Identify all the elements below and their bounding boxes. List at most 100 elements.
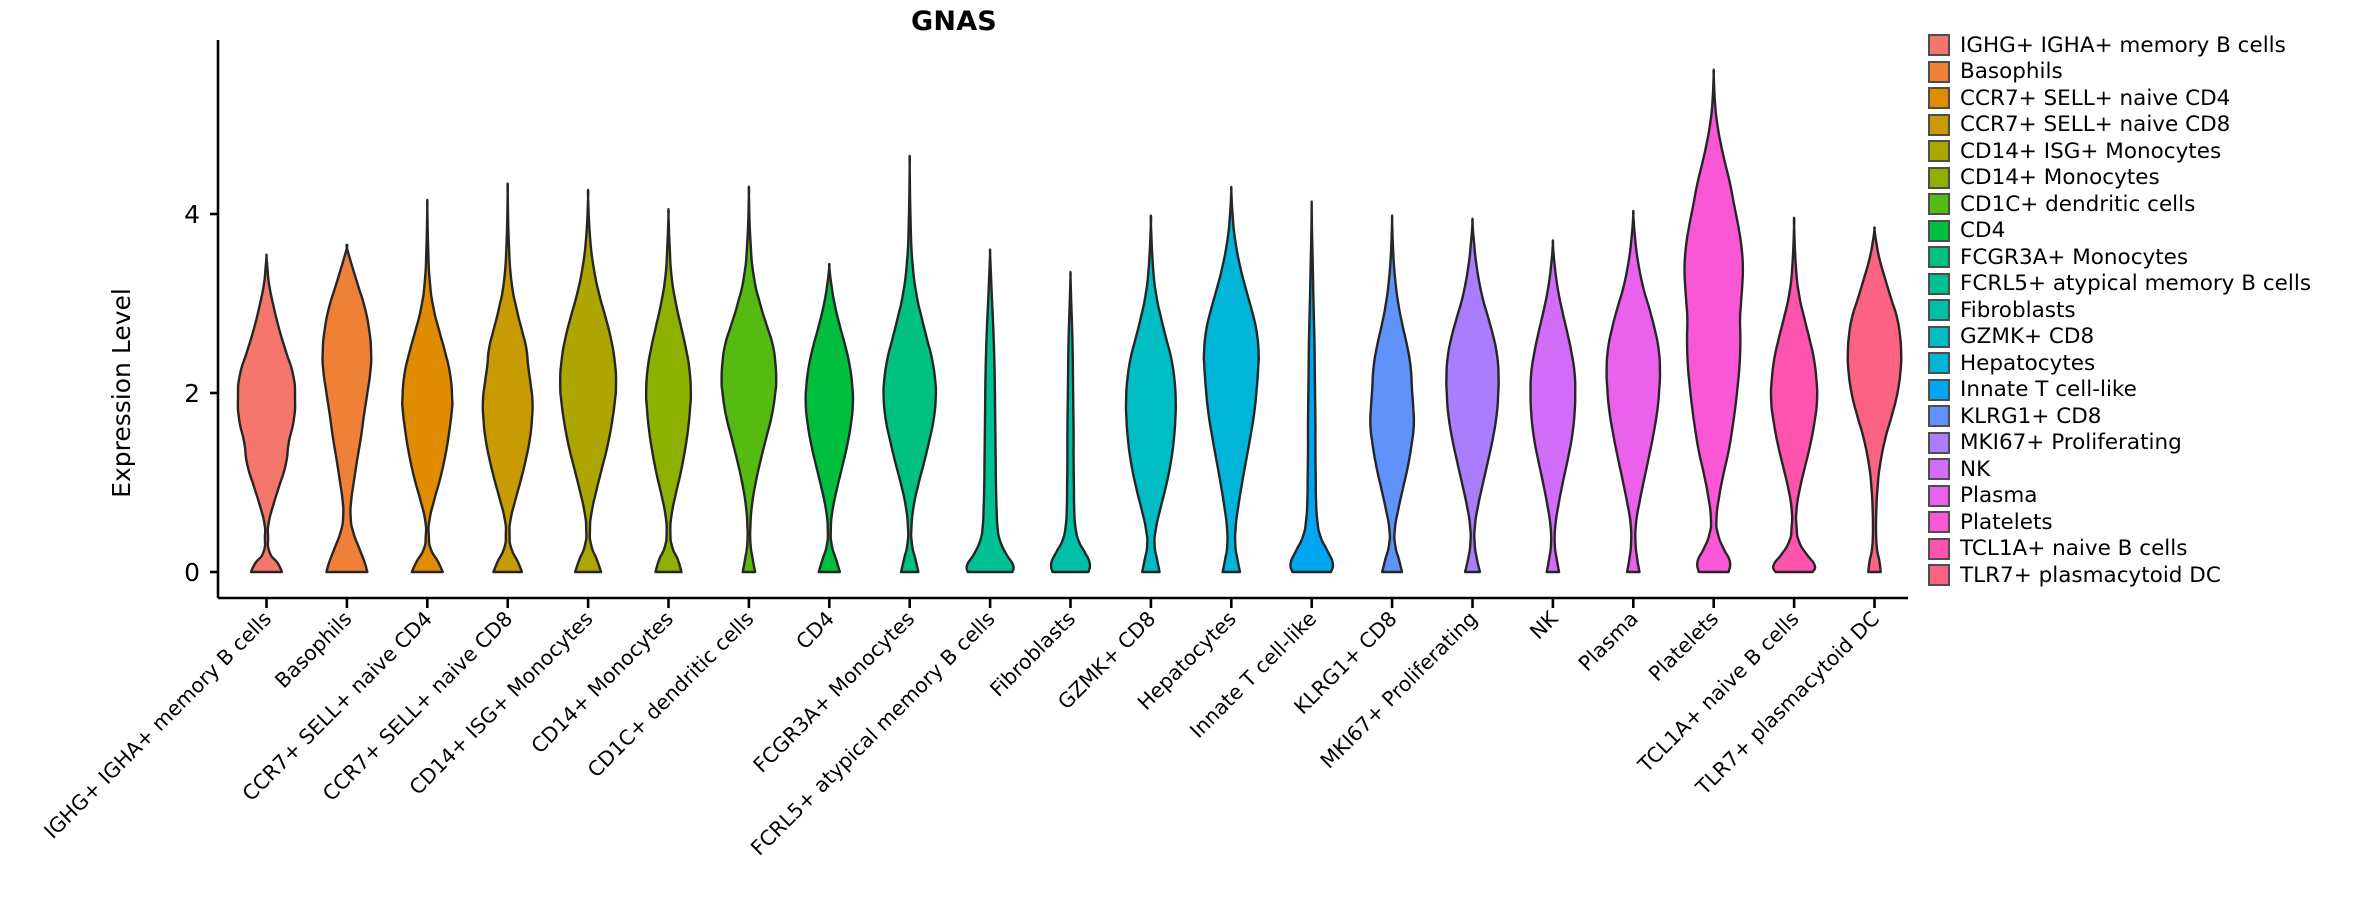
legend-item-label: FCGR3A+ Monocytes	[1960, 244, 2189, 270]
violin-shape[interactable]	[1769, 216, 1819, 574]
legend-item-label: KLRG1+ CD8	[1960, 403, 2102, 429]
violin-shape[interactable]	[1202, 185, 1261, 574]
legend-item[interactable]: FCRL5+ atypical memory B cells	[1928, 271, 2358, 298]
legend-color-swatch	[1928, 219, 1950, 242]
violin-shape[interactable]	[1529, 239, 1577, 574]
legend-item[interactable]: Plasma	[1928, 483, 2358, 510]
x-tick-label: IGHG+ IGHA+ memory B cells	[39, 607, 276, 844]
legend-item-label: GZMK+ CD8	[1960, 324, 2095, 349]
violin-shape[interactable]	[1124, 214, 1178, 574]
x-tick-label: CD4	[791, 607, 838, 654]
legend-item[interactable]: Platelets	[1928, 509, 2358, 536]
violin-shape[interactable]	[1683, 68, 1745, 574]
legend-item[interactable]: MKI67+ Proliferating	[1928, 430, 2358, 457]
violin-shape[interactable]	[1846, 226, 1903, 574]
legend-color-swatch	[1928, 511, 1950, 534]
legend-item[interactable]: KLRG1+ CD8	[1928, 403, 2358, 430]
legend-item-label: IGHG+ IGHA+ memory B cells	[1960, 32, 2286, 58]
legend-item-label: Plasma	[1960, 483, 2038, 508]
legend-item[interactable]: Innate T cell-like	[1928, 377, 2358, 404]
legend-item-label: Fibroblasts	[1960, 297, 2076, 323]
x-tick-label: Platelets	[1644, 607, 1723, 686]
legend-item[interactable]: CD14+ Monocytes	[1928, 165, 2358, 192]
legend-color-swatch	[1928, 140, 1950, 163]
legend-color-swatch	[1928, 272, 1950, 295]
legend-color-swatch	[1928, 458, 1950, 481]
legend-item[interactable]: CCR7+ SELL+ naive CD4	[1928, 85, 2358, 112]
legend-color-swatch	[1928, 34, 1950, 57]
legend-color-swatch	[1928, 193, 1950, 216]
legend-item[interactable]: IGHG+ IGHA+ memory B cells	[1928, 32, 2358, 59]
legend-item[interactable]: CD14+ ISG+ Monocytes	[1928, 138, 2358, 165]
legend-item[interactable]: CD4	[1928, 218, 2358, 245]
violin-shape[interactable]	[481, 182, 534, 574]
legend-color-swatch	[1928, 113, 1950, 136]
legend-color-swatch	[1928, 431, 1950, 454]
legend-item[interactable]: Fibroblasts	[1928, 297, 2358, 324]
legend-item[interactable]: TLR7+ plasmacytoid DC	[1928, 562, 2358, 589]
violin-shape[interactable]	[1049, 270, 1092, 574]
x-tick-label: Basophils	[270, 607, 356, 693]
legend-item[interactable]: Basophils	[1928, 59, 2358, 86]
violin-shape[interactable]	[804, 262, 855, 574]
legend-item-label: Basophils	[1960, 59, 2063, 84]
legend-item-label: TCL1A+ naive B cells	[1960, 536, 2188, 561]
legend-item-label: NK	[1960, 456, 1991, 482]
x-tick-label: FCGR3A+ Monocytes	[748, 607, 919, 778]
violin-shape[interactable]	[400, 198, 454, 574]
violin-shape[interactable]	[1369, 214, 1416, 574]
legend-item-label: TLR7+ plasmacytoid DC	[1960, 562, 2221, 588]
legend-item-label: Platelets	[1960, 509, 2053, 535]
legend-item-label: MKI67+ Proliferating	[1960, 430, 2182, 455]
legend-color-swatch	[1928, 405, 1950, 428]
x-tick-label: CD14+ Monocytes	[526, 607, 678, 759]
legend-color-swatch	[1928, 378, 1950, 401]
legend-item[interactable]: Hepatocytes	[1928, 350, 2358, 377]
violin-shape[interactable]	[1289, 200, 1335, 574]
x-tick-label: Plasma	[1574, 607, 1643, 676]
page-title: GNAS	[911, 6, 997, 37]
legend-item-label: CD1C+ dendritic cells	[1960, 191, 2196, 217]
legend-item-label: CCR7+ SELL+ naive CD8	[1960, 112, 2231, 137]
y-tick-label: 0	[184, 558, 200, 587]
legend-item-label: FCRL5+ atypical memory B cells	[1960, 271, 2312, 296]
legend-color-swatch	[1928, 484, 1950, 507]
legend-color-swatch	[1928, 564, 1950, 587]
legend-item[interactable]: FCGR3A+ Monocytes	[1928, 244, 2358, 271]
legend-item[interactable]: CCR7+ SELL+ naive CD8	[1928, 112, 2358, 139]
legend-item[interactable]: TCL1A+ naive B cells	[1928, 536, 2358, 563]
legend-item-label: CD14+ ISG+ Monocytes	[1960, 138, 2222, 164]
violin-shape[interactable]	[1605, 209, 1662, 574]
legend-color-swatch	[1928, 166, 1950, 189]
legend-item-label: Innate T cell-like	[1960, 377, 2137, 402]
violin-shape[interactable]	[965, 248, 1015, 574]
x-tick-label: CD1C+ dendritic cells	[583, 607, 759, 783]
x-tick-label: MKI67+ Proliferating	[1316, 607, 1482, 773]
violin-shape[interactable]	[558, 188, 618, 574]
legend-color-swatch	[1928, 299, 1950, 322]
legend-item-label: CD4	[1960, 218, 2006, 243]
legend-item[interactable]: GZMK+ CD8	[1928, 324, 2358, 351]
violin-shape[interactable]	[720, 185, 778, 574]
violin-shape[interactable]	[236, 253, 297, 574]
legend-item[interactable]: NK	[1928, 456, 2358, 483]
y-tick-label: 2	[184, 379, 200, 408]
legend-color-swatch	[1928, 60, 1950, 83]
legend-color-swatch	[1928, 87, 1950, 110]
legend-color-swatch	[1928, 537, 1950, 560]
legend-color-swatch	[1928, 325, 1950, 348]
y-tick-label: 4	[184, 200, 200, 229]
x-tick-label: NK	[1525, 606, 1563, 644]
legend-color-swatch	[1928, 352, 1950, 375]
legend-item[interactable]: CD1C+ dendritic cells	[1928, 191, 2358, 218]
x-tick-label: TCL1A+ naive B cells	[1633, 607, 1804, 778]
violin-shape[interactable]	[321, 243, 373, 574]
violin-shape[interactable]	[644, 207, 693, 574]
legend-item-label: CCR7+ SELL+ naive CD4	[1960, 85, 2231, 111]
violin-shape[interactable]	[882, 154, 938, 574]
legend-item-label: CD14+ Monocytes	[1960, 165, 2160, 190]
violin-shape[interactable]	[1445, 217, 1500, 574]
